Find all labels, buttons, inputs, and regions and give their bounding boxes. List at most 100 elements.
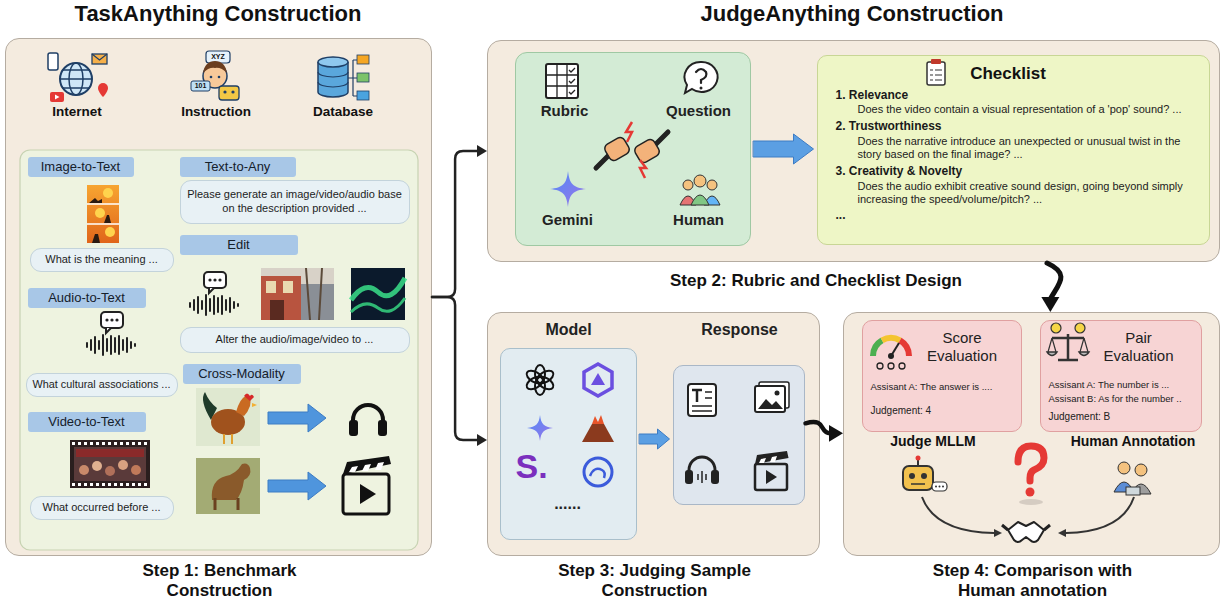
rooster-photo [196,388,260,446]
rubric-icon [546,64,578,98]
audio-response-icon [698,471,706,483]
logo-text: S. [516,449,548,483]
robot-icon [903,466,933,490]
source-label: Internet [52,104,102,120]
tag-text: Text-to-Any [205,159,271,174]
sunset-image [87,204,119,224]
robot-icon [932,482,947,491]
street-photo [261,276,301,320]
internet-icon [48,53,58,70]
criterion-title: 2. Trustworthiness [836,119,1199,133]
database-icon [357,55,369,64]
clapperboard-icon [349,462,384,472]
arrow-head [477,434,487,446]
clipboard-icon [927,59,945,85]
ellipsis: ...... [501,495,635,513]
database-icon [318,72,348,87]
volcano-logo [592,415,604,424]
street-photo [306,268,322,320]
internet-icon [92,54,107,64]
instruction-icon [203,61,227,73]
audio-icon [87,335,135,355]
internet-icon [98,83,108,97]
model-box: ModelS....... [500,348,637,540]
sunset-image [103,188,113,198]
instruction-icon [223,90,226,93]
video-frame [72,444,148,485]
scales-icon [1052,334,1084,360]
volcano-logo [582,415,614,442]
internet-icon [50,92,64,102]
clapperboard-icon [343,456,391,474]
arrow-head [829,425,843,442]
rooster-photo [244,394,254,402]
clipboard-icon [930,70,942,80]
flow-arrow [640,429,670,449]
video-frame [74,447,146,481]
robot-icon [903,456,947,492]
openai-logo [525,368,546,386]
video-response-icon [766,470,777,484]
gauge-icon [882,338,900,340]
street-photo [261,268,334,320]
image-response-icon [758,399,783,409]
prompt-text: What is the meaning ... [45,253,158,266]
openai-logo [525,365,556,395]
task-area [20,150,418,550]
flow-arrow [432,145,487,297]
database-icon [318,57,348,67]
gauge-icon [877,363,883,369]
video-frame [70,440,150,488]
judgement-text: Judgement: 4 [871,405,1015,416]
fist-bump-icon [640,160,646,178]
video-response-icon [755,451,789,464]
question-icon [700,87,703,90]
task-tag: Image-to-Text [28,157,134,177]
fist-bump-icon [596,122,668,178]
box-heading: Pair Evaluation [1093,329,1185,367]
street-photo [261,268,334,320]
audio-response-icon [711,470,719,484]
rubric-icon [546,64,578,98]
scales-icon [1075,323,1085,333]
robot-icon [909,473,915,479]
aurora-photo [351,278,405,300]
step-caption: Step 1: Benchmark Construction [100,561,340,602]
step-caption: Step 2: Rubric and Checklist Design [670,271,962,291]
task-tag: Text-to-Any [180,157,296,177]
answer-text: Assisant B: As for the number .. [1049,393,1195,404]
prompt-text: What occurred before ... [43,501,161,514]
flow-arrow [1041,263,1061,312]
database-icon [348,60,357,96]
flow-arrow [432,297,487,446]
internet-icon [60,70,92,88]
icon-label: Rubric [520,102,610,119]
text-response-icon [688,384,716,416]
fist-bump-icon [626,122,632,142]
scales-icon [1051,323,1061,333]
video-frame [76,449,144,457]
aurora-photo [351,268,405,320]
audio-icon [115,318,118,321]
instruction-icon [218,76,221,79]
rooster-photo [196,388,260,446]
clapperboard-icon [343,474,389,514]
judgement-text: Judgement: B [1049,411,1195,422]
judge-link [922,497,994,533]
instruction-icon [219,86,239,100]
gemini-logo [527,415,553,441]
video-frame [105,466,115,476]
street-photo [283,281,293,293]
sunset-image [105,227,115,237]
internet-icon [55,95,60,100]
sunset-image [104,215,111,223]
fist-bump-icon [633,138,661,165]
fist-bump-icon [596,132,668,168]
gauge-icon [873,340,882,356]
human-group-icon [691,195,709,205]
task-tag: Edit [180,235,298,255]
gemini-star [550,171,586,207]
icon-text: XYZ [211,53,225,61]
source-label: Database [313,104,373,120]
